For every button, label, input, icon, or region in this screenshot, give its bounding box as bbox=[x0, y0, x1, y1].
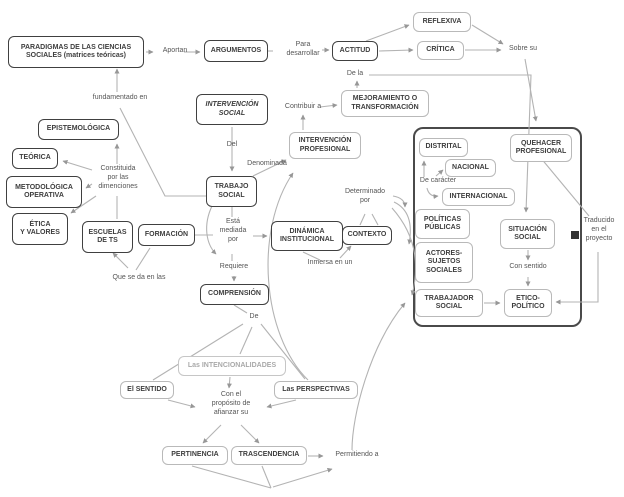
label-fundamentado-en: fundamentado en bbox=[92, 94, 148, 101]
node-epistemologica: EPISTEMOLÓGICA bbox=[38, 119, 119, 140]
label-esta-mediada: Está mediada por bbox=[219, 218, 247, 243]
label-aportan: Aportan bbox=[162, 47, 188, 54]
node-intervencion-social: INTERVENCIÓN SOCIAL bbox=[196, 94, 268, 125]
label-sobre-su: Sobre su bbox=[508, 45, 538, 52]
context-group-box bbox=[413, 127, 582, 327]
label-denominada: Denominada bbox=[247, 160, 287, 167]
node-trabajo-social: TRABAJO SOCIAL bbox=[206, 176, 257, 207]
node-las-perspectivas: Las PERSPECTIVAS bbox=[274, 381, 358, 399]
node-nacional: NACIONAL bbox=[445, 159, 496, 177]
label-del: Del bbox=[226, 141, 238, 148]
node-critica: CRÍTICA bbox=[417, 41, 464, 60]
node-intencionalidades: Las INTENCIONALIDADES bbox=[178, 356, 286, 376]
label-permitiendo-a: Permitiendo a bbox=[335, 451, 379, 458]
node-etico-politico: ETICO- POLÍTICO bbox=[504, 289, 552, 317]
label-con-sentido: Con sentido bbox=[509, 263, 547, 270]
node-teorica: TEÓRICA bbox=[12, 148, 58, 169]
node-distrital: DISTRITAL bbox=[419, 138, 468, 157]
node-comprension: COMPRENSIÓN bbox=[200, 284, 269, 305]
label-traducido: Traducido en el proyecto bbox=[583, 217, 615, 242]
node-actores-sujetos-sociales: ACTORES- SUJETOS SOCIALES bbox=[415, 242, 473, 283]
node-intervencion-profesional: INTERVENCIÓN PROFESIONAL bbox=[289, 132, 361, 159]
node-el-sentido: El SENTIDO bbox=[120, 381, 174, 399]
node-formacion: FORMACIÓN bbox=[138, 224, 195, 246]
label-requiere: Requiere bbox=[219, 263, 249, 270]
node-mejoramiento-transformacion: MEJORAMIENTO O TRANSFORMACIÓN bbox=[341, 90, 429, 117]
node-escuelas-de-ts: ESCUELAS DE TS bbox=[82, 221, 133, 253]
label-para-desarrollar: Para desarrollar bbox=[286, 41, 320, 57]
label-inmersa: Inmersa en un bbox=[307, 259, 353, 266]
node-metodologica-operativa: METODOLÓGICA OPERATIVA bbox=[6, 176, 82, 208]
label-de-la: De la bbox=[346, 70, 364, 77]
node-politicas-publicas: POLÍTICAS PÚBLICAS bbox=[415, 209, 470, 239]
node-argumentos: ARGUMENTOS bbox=[204, 40, 268, 62]
label-constituida: Constituida por las dimenciones bbox=[98, 165, 138, 190]
node-reflexiva: REFLEXIVA bbox=[413, 12, 471, 32]
label-de: De bbox=[249, 313, 259, 320]
node-internacional: INTERNACIONAL bbox=[442, 188, 515, 206]
node-situacion-social: SITUACIÓN SOCIAL bbox=[500, 219, 555, 249]
label-de-caracter: De carácter bbox=[419, 177, 457, 184]
label-que-se-da: Que se da en las bbox=[112, 274, 166, 281]
node-quehacer-profesional: QUEHACER PROFESIONAL bbox=[510, 134, 572, 162]
border-square-marker bbox=[571, 231, 579, 239]
node-contexto: CONTEXTO bbox=[342, 226, 392, 245]
node-etica-y-valores: ÉTICA Y VALORES bbox=[12, 213, 68, 245]
node-trascendencia: TRASCENDENCIA bbox=[231, 446, 307, 465]
label-determinado: Determinado por bbox=[344, 188, 386, 204]
node-pertinencia: PERTINENCIA bbox=[162, 446, 228, 465]
label-contribuir-a: Contribuir a bbox=[284, 103, 322, 110]
node-paradigmas: PARADIGMAS DE LAS CIENCIAS SOCIALES (mat… bbox=[8, 36, 144, 68]
node-trabajador-social: TRABAJADOR SOCIAL bbox=[415, 289, 483, 317]
node-dinamica-institucional: DINÁMICA INSTITUCIONAL bbox=[271, 221, 343, 251]
node-actitud: ACTITUD bbox=[332, 41, 378, 61]
label-con-proposito: Con el propósito de afianzar su bbox=[211, 391, 251, 416]
